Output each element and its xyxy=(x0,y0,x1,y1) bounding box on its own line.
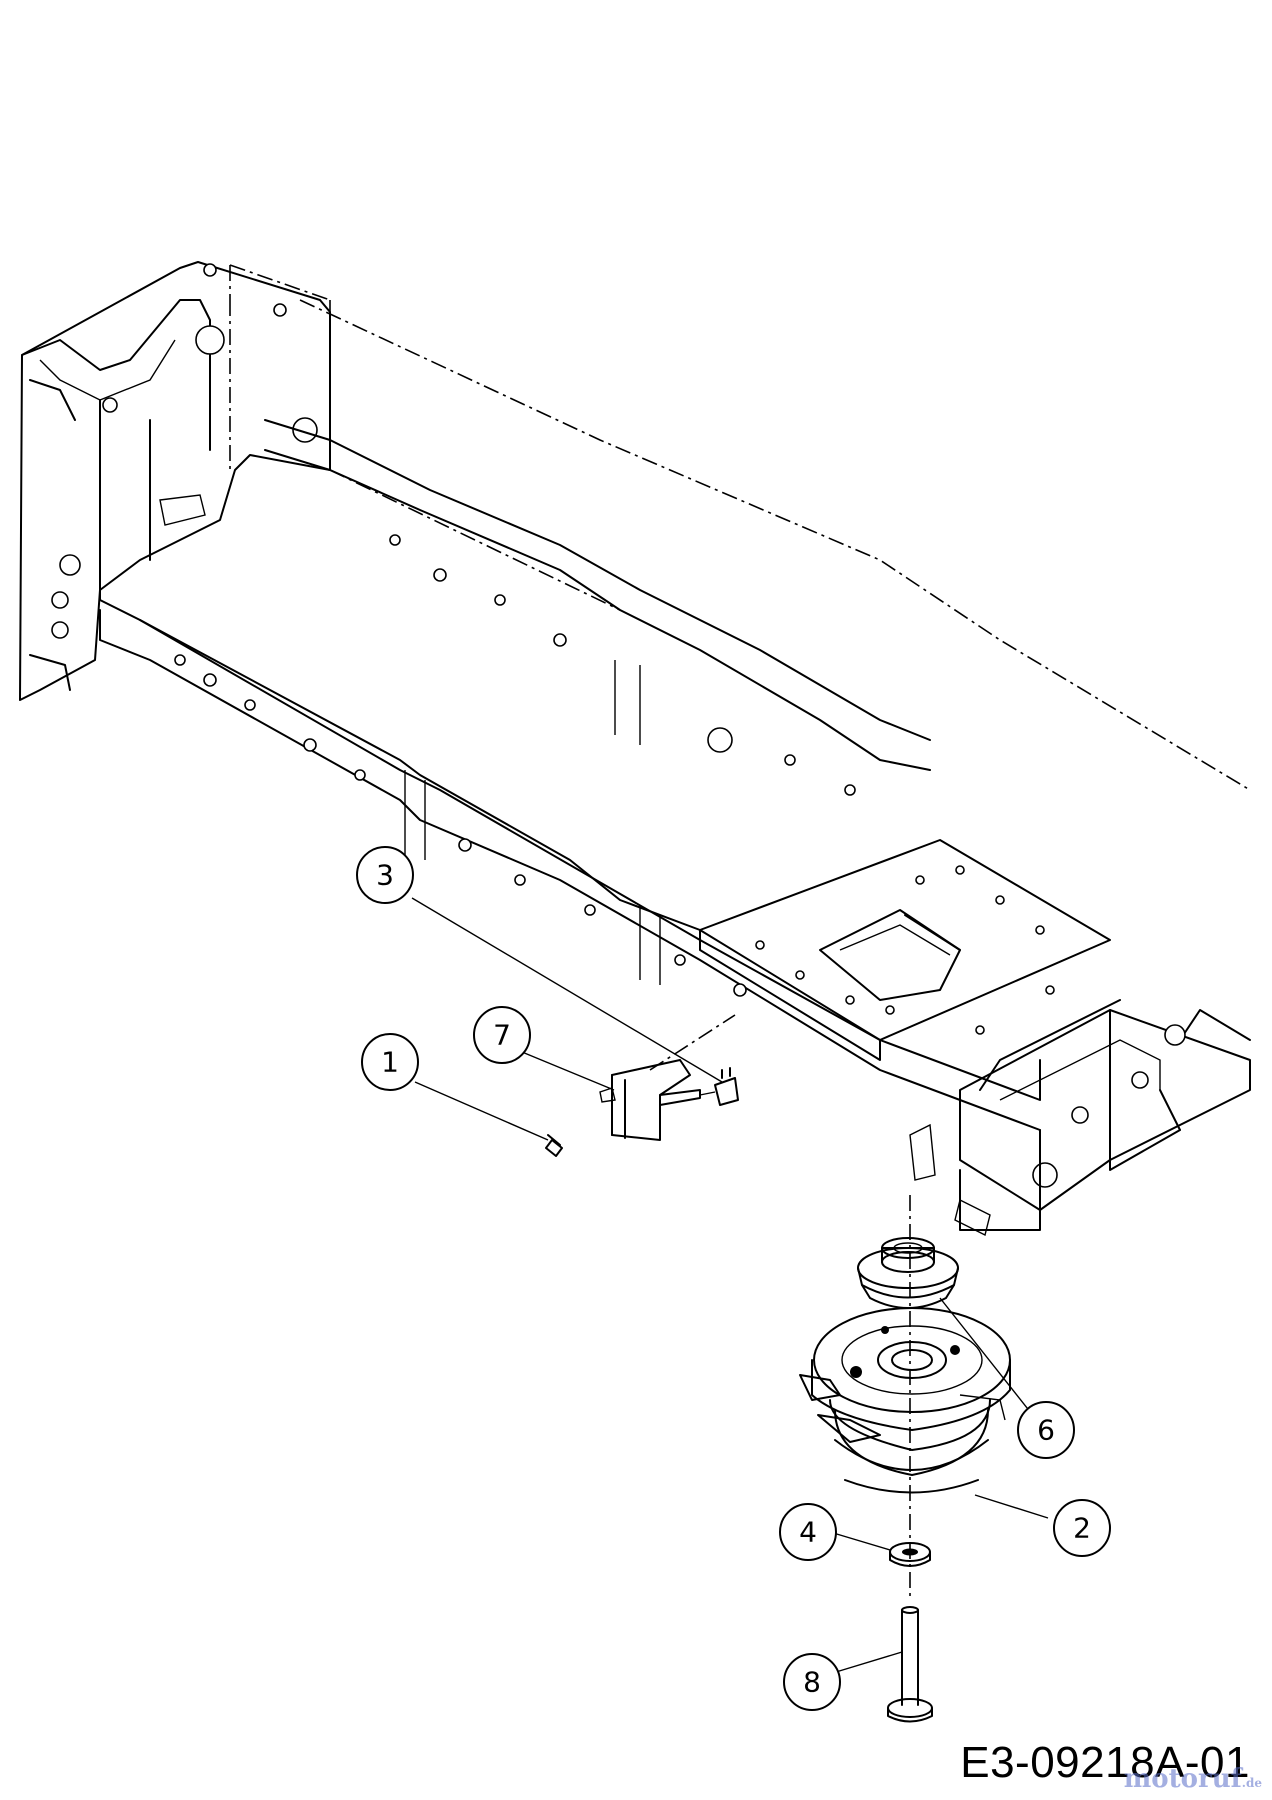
callout-8: 8 xyxy=(783,1653,841,1711)
bolt xyxy=(887,1606,933,1723)
left-rail-holes xyxy=(174,654,747,997)
electric-pto-clutch xyxy=(799,1307,1011,1494)
callout-7: 7 xyxy=(473,1006,531,1064)
callout-6: 6 xyxy=(1017,1401,1075,1459)
right-rail-holes xyxy=(389,534,856,796)
callout-2-label: 2 xyxy=(1073,1512,1091,1545)
deck-plate-holes xyxy=(755,865,1055,1035)
v-pulley xyxy=(857,1237,959,1309)
watermark-logo[interactable]: motoruf.de xyxy=(1124,1764,1262,1794)
wire-harness-connector xyxy=(699,1067,739,1106)
drawing-code: E3-09218A-01 xyxy=(960,1738,1250,1787)
callout-4: 4 xyxy=(779,1503,837,1561)
callout-8-label: 8 xyxy=(803,1666,821,1699)
clutch-bracket xyxy=(599,1059,701,1141)
callout-1-label: 1 xyxy=(381,1046,399,1079)
tractor-frame xyxy=(19,261,1251,1237)
callout-2: 2 xyxy=(1053,1499,1111,1557)
washer xyxy=(889,1542,931,1567)
callout-3-label: 3 xyxy=(376,859,394,892)
watermark-suffix: .de xyxy=(1241,1776,1262,1790)
watermark-text: motoruf xyxy=(1123,1764,1242,1794)
bracket-axis-line xyxy=(649,1014,736,1071)
callout-1: 1 xyxy=(361,1033,419,1091)
callout-6-label: 6 xyxy=(1037,1414,1055,1447)
callout-7-label: 7 xyxy=(493,1019,511,1052)
screw xyxy=(545,1134,563,1157)
leader-lines xyxy=(411,897,1049,1673)
callout-3: 3 xyxy=(356,846,414,904)
callout-4-label: 4 xyxy=(799,1516,817,1549)
